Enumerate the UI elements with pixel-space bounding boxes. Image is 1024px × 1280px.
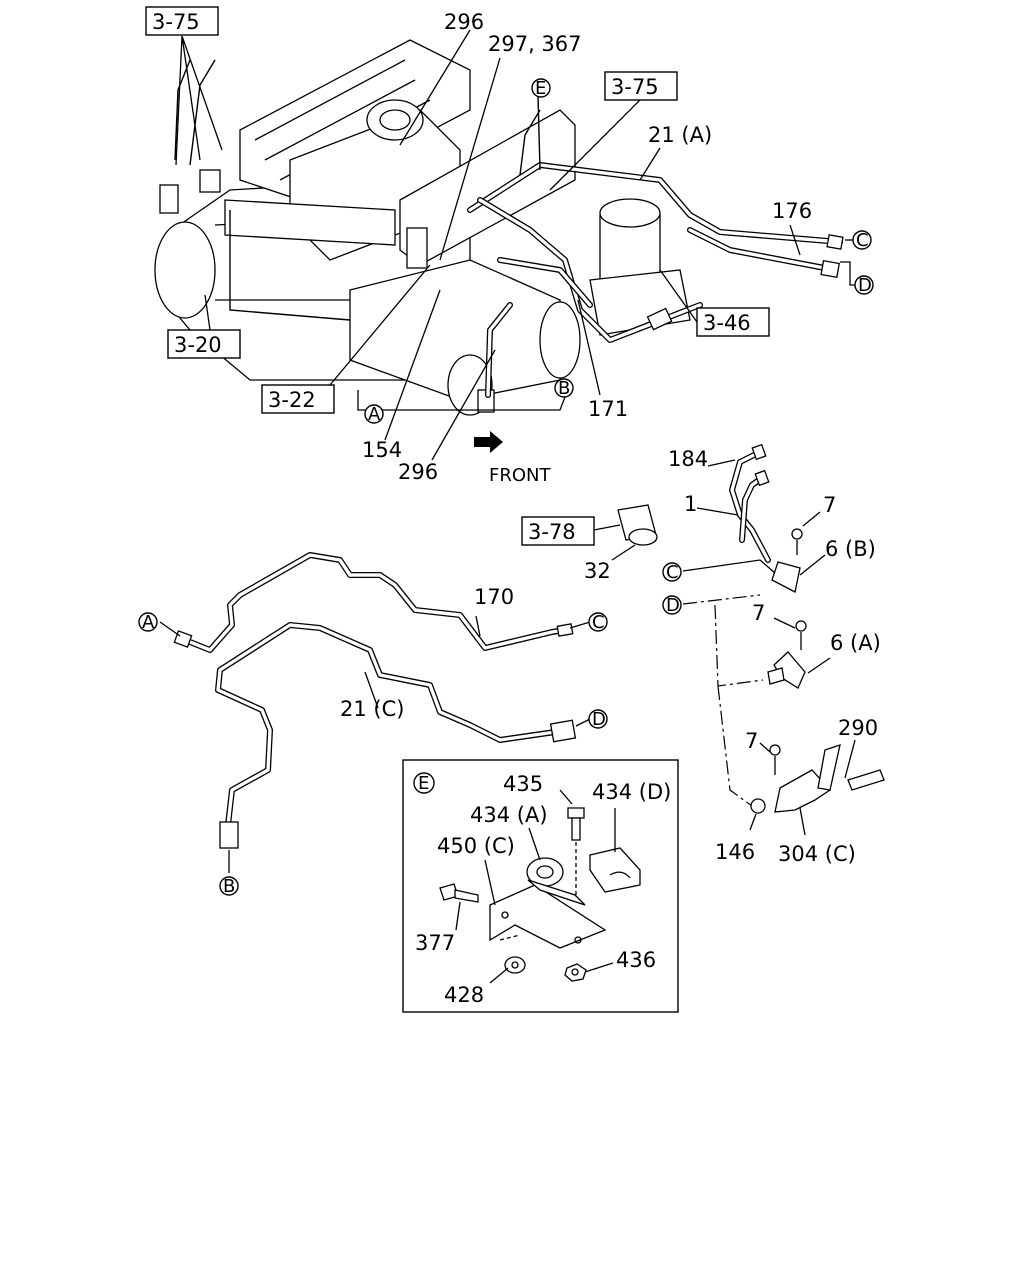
label-184: 184 xyxy=(668,447,708,471)
label-6b: 6 (B) xyxy=(825,537,876,561)
circle-e-top[interactable]: E xyxy=(531,78,551,99)
label-170: 170 xyxy=(474,585,514,609)
label-6a: 6 (A) xyxy=(830,631,881,655)
ref-3-46-text: 3-46 xyxy=(703,311,751,335)
label-428: 428 xyxy=(444,983,484,1007)
circle-b-top-text: B xyxy=(558,378,570,399)
ref-box-3-75-a[interactable]: 3-75 xyxy=(145,6,219,36)
circle-e-detail-text: E xyxy=(418,773,429,794)
ref-3-75-a-text: 3-75 xyxy=(152,10,200,34)
ref-3-75-b-text: 3-75 xyxy=(611,75,659,99)
label-450c: 450 (C) xyxy=(437,834,515,858)
label-435: 435 xyxy=(503,772,543,796)
circle-d-mid[interactable]: D xyxy=(662,595,682,616)
label-32: 32 xyxy=(584,559,611,583)
label-21c: 21 (C) xyxy=(340,697,404,721)
ref-box-3-75-b[interactable]: 3-75 xyxy=(604,71,678,101)
label-377: 377 xyxy=(415,931,455,955)
circle-a-top-text: A xyxy=(368,404,381,425)
upper-leader-lines xyxy=(175,29,856,461)
label-290: 290 xyxy=(838,716,878,740)
label-176: 176 xyxy=(772,199,812,223)
label-171: 171 xyxy=(588,397,628,421)
circle-c-mid-text: C xyxy=(666,562,679,583)
ref-box-3-46[interactable]: 3-46 xyxy=(696,307,770,337)
label-7-c: 7 xyxy=(745,729,758,753)
detail-e-panel xyxy=(402,759,679,1013)
label-296-bottom: 296 xyxy=(398,460,438,484)
circle-a-top[interactable]: A xyxy=(364,404,384,425)
label-7-b: 7 xyxy=(752,601,765,625)
circle-e-top-text: E xyxy=(535,78,546,99)
circle-c-mid[interactable]: C xyxy=(662,562,682,583)
ref-3-78-text: 3-78 xyxy=(528,520,576,544)
ref-box-3-22[interactable]: 3-22 xyxy=(261,384,335,414)
label-154: 154 xyxy=(362,438,402,462)
label-436: 436 xyxy=(616,948,656,972)
circle-b-bottom-text: B xyxy=(223,876,235,897)
label-296-top: 296 xyxy=(444,10,484,34)
ref-box-3-20[interactable]: 3-20 xyxy=(167,329,241,359)
long-pipes-drawing xyxy=(159,552,591,873)
label-1: 1 xyxy=(684,492,697,516)
circle-d-right[interactable]: D xyxy=(588,709,608,730)
label-304c: 304 (C) xyxy=(778,842,856,866)
ref-3-22-text: 3-22 xyxy=(268,388,316,412)
circle-c-top-text: C xyxy=(856,230,869,251)
ref-box-3-78[interactable]: 3-78 xyxy=(521,516,595,546)
front-label: FRONT xyxy=(489,465,551,486)
circle-c-top[interactable]: C xyxy=(852,230,872,251)
label-297-367: 297, 367 xyxy=(488,32,582,56)
circle-c-right[interactable]: C xyxy=(588,612,608,633)
front-arrow-icon xyxy=(474,431,503,453)
circle-a-left-text: A xyxy=(142,612,155,633)
circle-a-left[interactable]: A xyxy=(138,612,158,633)
label-7-a: 7 xyxy=(823,493,836,517)
circle-d-mid-text: D xyxy=(666,595,680,616)
circle-b-top[interactable]: B xyxy=(554,378,574,399)
engine-assembly-drawing xyxy=(154,39,844,416)
connector-group-drawing xyxy=(593,443,885,836)
circle-b-bottom[interactable]: B xyxy=(219,876,239,897)
circle-d-top[interactable]: D xyxy=(854,275,874,296)
label-434a: 434 (A) xyxy=(470,803,548,827)
label-21a: 21 (A) xyxy=(648,123,712,147)
ref-3-20-text: 3-20 xyxy=(174,333,222,357)
label-146: 146 xyxy=(715,840,755,864)
circle-d-right-text: D xyxy=(592,709,606,730)
label-434d: 434 (D) xyxy=(592,780,671,804)
circle-e-detail[interactable]: E xyxy=(413,772,435,794)
circle-c-right-text: C xyxy=(592,612,605,633)
circle-d-top-text: D xyxy=(858,275,872,296)
